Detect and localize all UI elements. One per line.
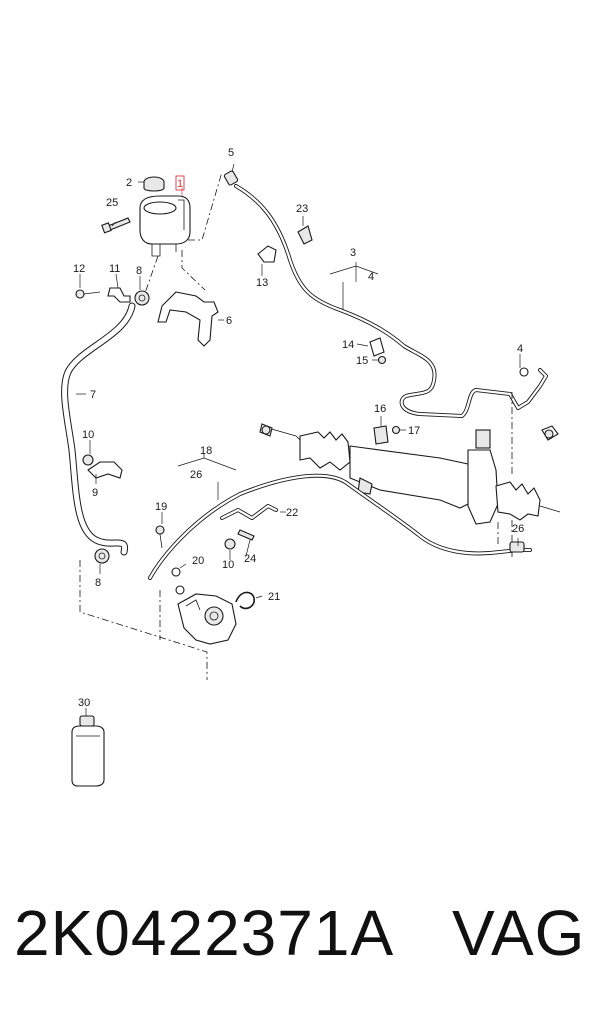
return-hose-part-7 bbox=[61, 302, 136, 556]
clamp-part-8-top bbox=[134, 290, 150, 306]
callout-10-lower: 10 bbox=[222, 559, 234, 571]
callout-12: 12 bbox=[73, 263, 85, 275]
callout-21: 21 bbox=[268, 591, 280, 603]
fitting-part-5 bbox=[223, 170, 239, 186]
callout-22: 22 bbox=[286, 507, 298, 519]
callout-17: 17 bbox=[408, 425, 420, 437]
callout-8-top: 8 bbox=[136, 265, 142, 277]
hydraulic-oil-bottle-part-30 bbox=[71, 715, 105, 787]
callout-2: 2 bbox=[126, 177, 132, 189]
callout-18: 18 bbox=[200, 445, 212, 457]
callout-8-bottom: 8 bbox=[95, 577, 101, 589]
holder-part-9 bbox=[87, 461, 123, 479]
holder-part-13 bbox=[257, 245, 277, 263]
callout-26-hose: 26 bbox=[190, 469, 202, 481]
callout-25: 25 bbox=[106, 197, 118, 209]
bolt-part-15 bbox=[377, 355, 387, 365]
callout-1: 1 bbox=[177, 178, 183, 190]
callout-10-left: 10 bbox=[82, 429, 94, 441]
holder-part-14 bbox=[369, 337, 385, 357]
nut-part-10-lower bbox=[224, 538, 236, 550]
bushing-part-16 bbox=[373, 425, 389, 445]
pipe-part-22 bbox=[220, 504, 278, 520]
callout-9: 9 bbox=[92, 487, 98, 499]
footer-caption: 2K0422371A VAG bbox=[0, 895, 600, 975]
callout-7: 7 bbox=[90, 389, 96, 401]
callout-15: 15 bbox=[356, 355, 368, 367]
callout-14: 14 bbox=[342, 339, 354, 351]
clip-part-21 bbox=[235, 591, 256, 610]
callout-26-right: 26 bbox=[512, 523, 524, 535]
callout-3: 3 bbox=[350, 247, 356, 259]
callout-20: 20 bbox=[192, 555, 204, 567]
callout-16: 16 bbox=[374, 403, 386, 415]
steering-rack bbox=[259, 423, 561, 525]
power-steering-pump bbox=[177, 593, 237, 645]
brand-label: VAG bbox=[452, 897, 586, 969]
bolt-part-12 bbox=[75, 289, 101, 299]
callout-23: 23 bbox=[296, 203, 308, 215]
pressure-hose-part-5 bbox=[234, 184, 548, 418]
screw-part-24 bbox=[237, 529, 255, 541]
fitting-part-26 bbox=[509, 541, 525, 553]
holder-part-23 bbox=[297, 225, 313, 245]
bolt-part-19 bbox=[155, 525, 165, 549]
callout-6: 6 bbox=[226, 315, 232, 327]
reservoir-cap-part-2 bbox=[143, 176, 165, 192]
callout-11: 11 bbox=[109, 263, 120, 275]
bolt-part-25 bbox=[101, 217, 131, 234]
nut-part-10-left bbox=[82, 454, 94, 466]
highlight-box-part-1 bbox=[175, 175, 185, 191]
callout-19: 19 bbox=[155, 501, 167, 513]
callout-4-right: 4 bbox=[517, 343, 523, 355]
callout-13: 13 bbox=[256, 277, 268, 289]
callout-5: 5 bbox=[228, 147, 234, 159]
part-number: 2K0422371A bbox=[14, 897, 395, 969]
callout-4-top: 4 bbox=[368, 271, 374, 283]
bolt-part-17 bbox=[391, 425, 401, 435]
holder-part-11 bbox=[107, 287, 131, 303]
pressure-hose-part-18 bbox=[148, 473, 532, 580]
bracket-part-6 bbox=[157, 291, 219, 347]
reservoir-part-1 bbox=[139, 195, 191, 257]
fitting-part-4 bbox=[519, 367, 529, 377]
clamp-part-8-bottom bbox=[94, 548, 110, 564]
callout-24: 24 bbox=[244, 553, 256, 565]
callout-30: 30 bbox=[78, 697, 90, 709]
seal-part-20 bbox=[171, 567, 185, 595]
